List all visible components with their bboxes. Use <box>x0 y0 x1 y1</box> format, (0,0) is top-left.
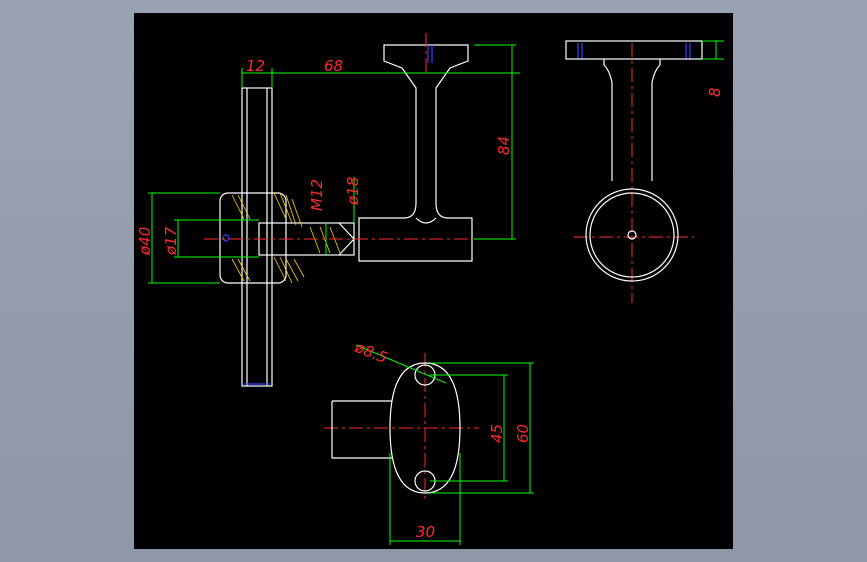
dim-thread: M12 <box>308 179 326 211</box>
dim-flange-thickness: 8 <box>706 87 724 97</box>
arm-neck <box>415 217 437 224</box>
front-view <box>219 44 473 387</box>
section-hatch <box>231 192 341 284</box>
dim-inner-diameter: ø17 <box>162 226 180 256</box>
dim-shaft-diameter: ø18 <box>344 177 362 206</box>
collar <box>219 192 287 284</box>
centerlines <box>204 33 694 503</box>
dim-total-height: 84 <box>495 136 513 155</box>
dimension-lines <box>148 40 724 545</box>
dim-tube-width: 12 <box>246 57 265 75</box>
dimension-text: 12 68 84 8 M12 ø18 ø40 ø17 ø8.5 45 60 30 <box>136 57 724 541</box>
dim-hole-spacing: 45 <box>488 424 506 443</box>
side-center-hole <box>627 230 637 240</box>
hidden-lines <box>222 43 691 385</box>
side-stem <box>603 59 661 181</box>
dim-offset-length: 68 <box>324 57 343 75</box>
dim-flange-width: 30 <box>416 523 435 541</box>
dim-flange-length: 60 <box>514 424 532 443</box>
side-flange <box>565 40 703 60</box>
top-flange <box>389 362 461 494</box>
dim-hole-diameter: ø8.5 <box>352 338 390 367</box>
cad-viewport[interactable]: 12 68 84 8 M12 ø18 ø40 ø17 ø8.5 45 60 30 <box>134 13 733 549</box>
tube-outline <box>241 87 273 387</box>
arm <box>358 44 473 262</box>
side-view <box>565 40 703 282</box>
side-post-inner <box>589 192 675 278</box>
cad-drawing: 12 68 84 8 M12 ø18 ø40 ø17 ø8.5 45 60 30 <box>136 33 724 545</box>
dim-outer-diameter: ø40 <box>136 227 154 256</box>
side-post-outer <box>585 188 679 282</box>
top-arm <box>331 400 392 459</box>
top-view <box>331 362 461 494</box>
